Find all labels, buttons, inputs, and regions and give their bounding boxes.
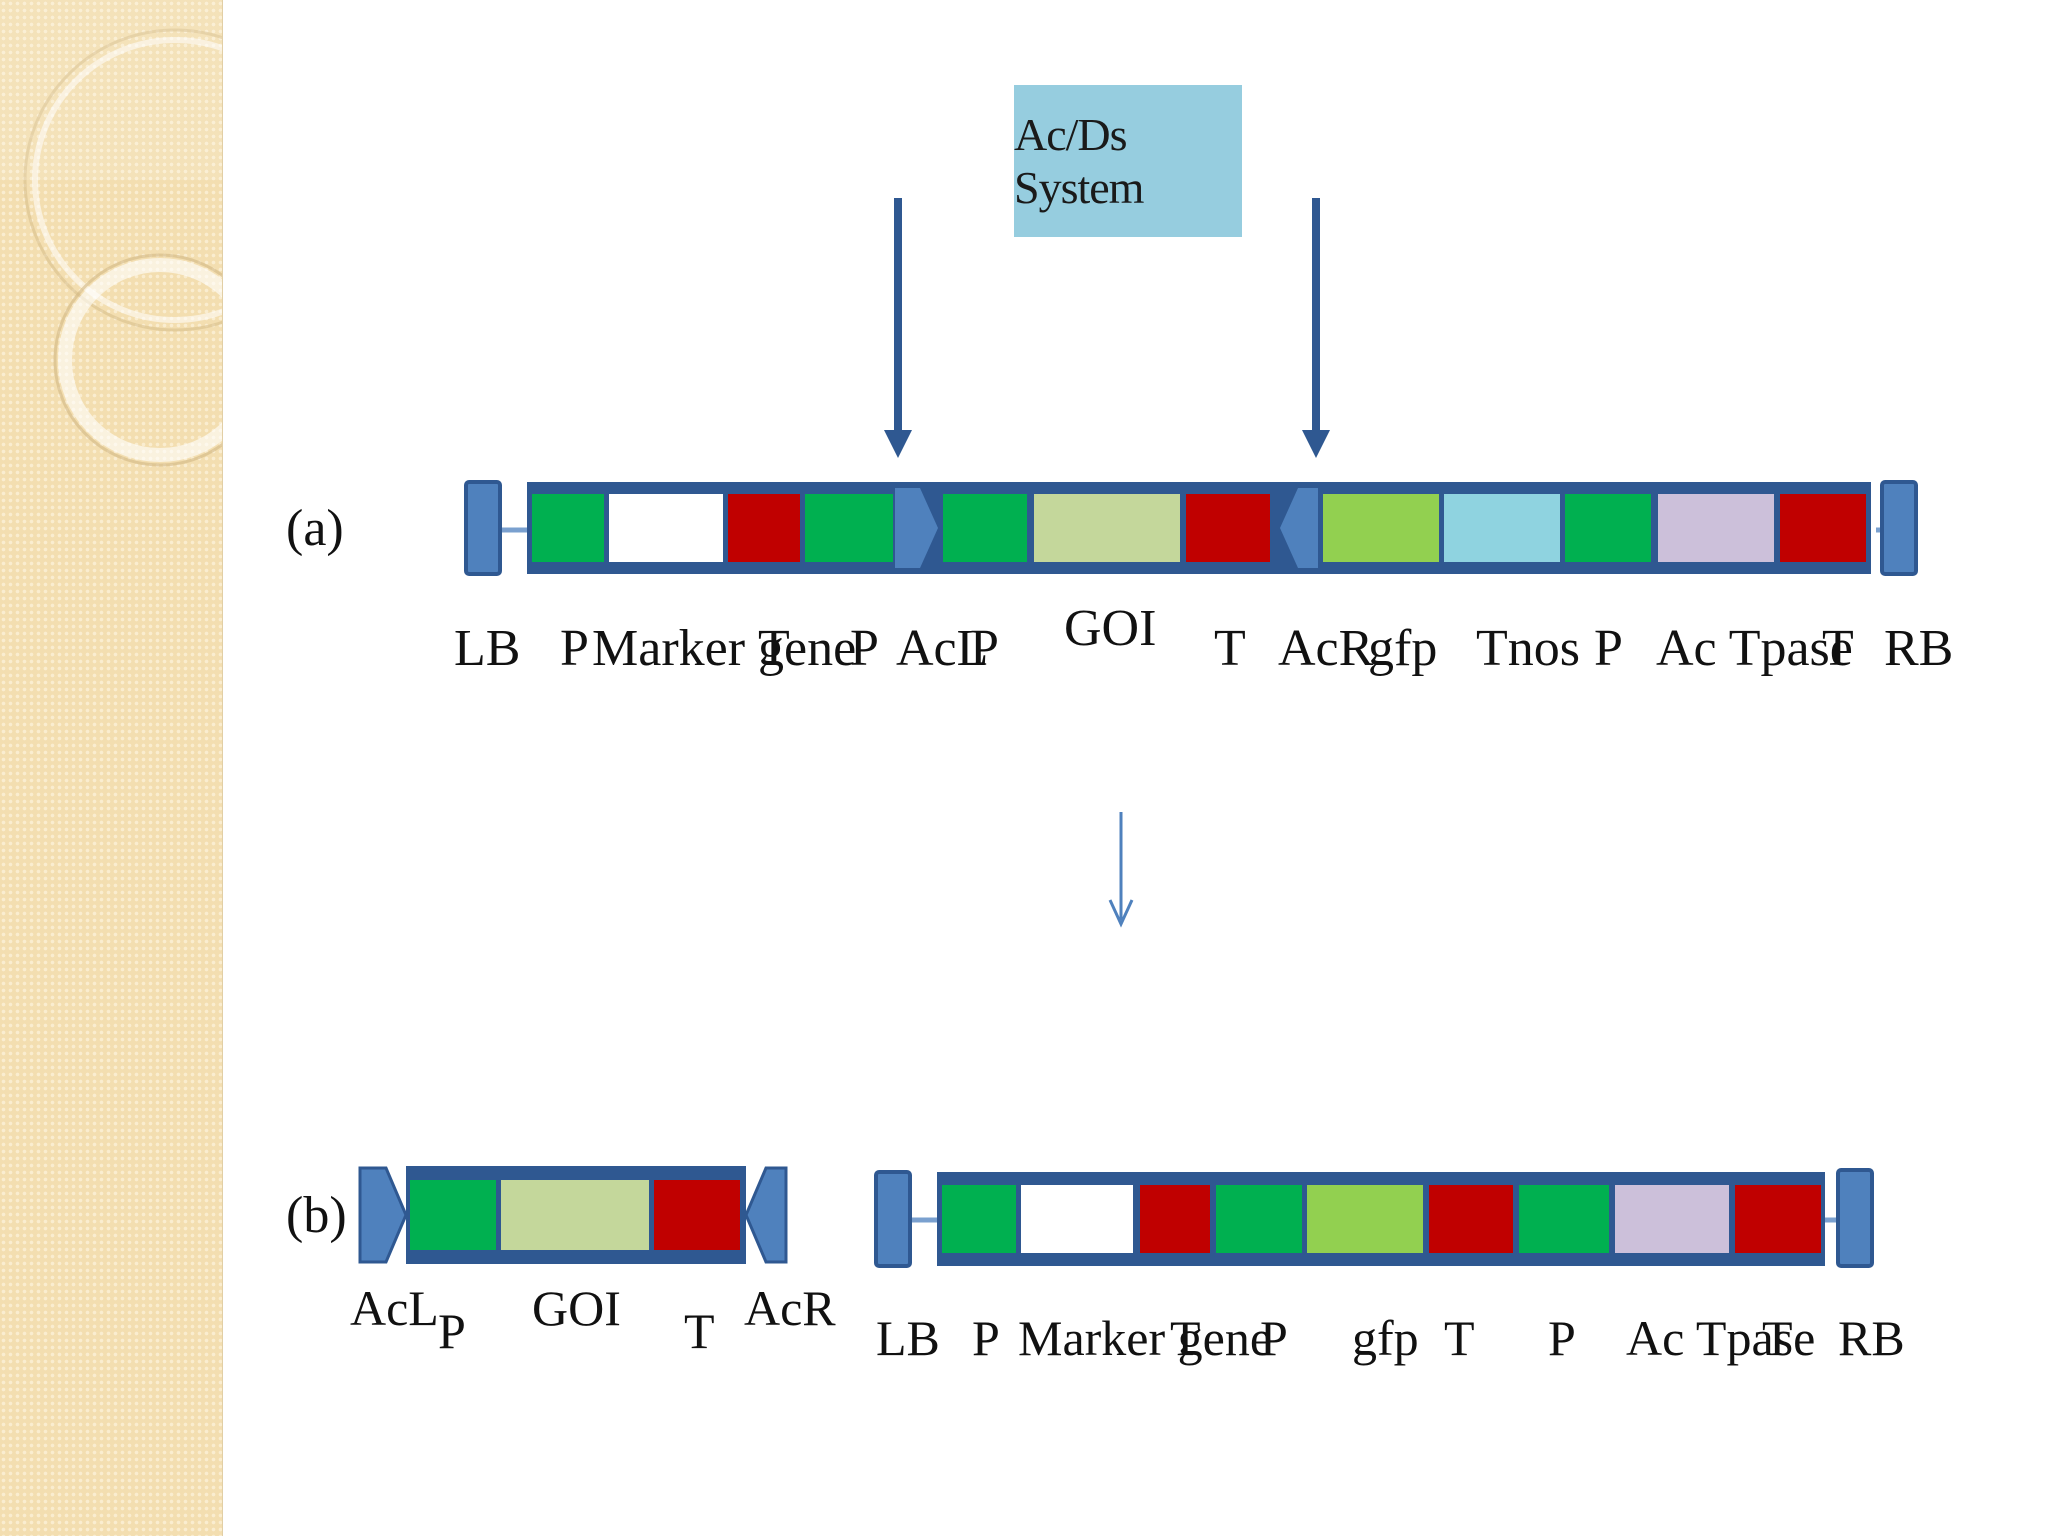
ac-right-insertion-arrow	[1302, 198, 1330, 458]
promoter-block	[943, 494, 1027, 562]
promoter-block	[805, 494, 893, 562]
acr-element	[746, 1168, 786, 1262]
label-goi: GOI	[532, 1280, 621, 1336]
label-acr: AcR	[744, 1280, 836, 1336]
label-t: T	[1822, 620, 1854, 677]
label-t: T	[758, 620, 790, 677]
label-tnos: Tnos	[1476, 620, 1580, 677]
terminator-block	[1429, 1185, 1513, 1253]
panel-b-tag: (b)	[286, 1187, 347, 1244]
lb-border-block	[876, 1172, 910, 1266]
goi-block	[501, 1180, 649, 1250]
terminator-block	[1780, 494, 1866, 562]
terminator-block	[728, 494, 800, 562]
label-t: T	[1762, 1310, 1793, 1366]
transposition-arrow	[1110, 812, 1132, 924]
panel-a-tag: (a)	[286, 500, 344, 557]
label-p: P	[970, 620, 999, 677]
promoter-block	[532, 494, 604, 562]
label-marker-gene: Marker gene	[1018, 1310, 1272, 1366]
goi-block	[1034, 494, 1180, 562]
rb-border-block	[1882, 482, 1916, 574]
acl-element	[360, 1168, 406, 1262]
panel-b-remaining-labels: LB P Marker gene T P gfp T P Ac Tpase T …	[876, 1310, 1905, 1366]
panel-b-excised-labels: AcL P GOI T AcR	[350, 1280, 836, 1359]
label-goi: GOI	[1064, 600, 1156, 657]
label-gfp: gfp	[1368, 620, 1437, 677]
label-p: P	[1594, 620, 1623, 677]
terminator-block	[1735, 1185, 1821, 1253]
label-p: P	[972, 1310, 1000, 1366]
promoter-block	[1565, 494, 1651, 562]
ac-tpase-block	[1658, 494, 1774, 562]
label-t: T	[1170, 1310, 1201, 1366]
label-rb: RB	[1884, 620, 1953, 677]
label-t: T	[1444, 1310, 1475, 1366]
label-marker-gene: Marker gene	[592, 620, 856, 677]
marker-gene-block	[609, 494, 723, 562]
promoter-block	[1216, 1185, 1302, 1253]
label-gfp: gfp	[1352, 1310, 1419, 1366]
label-p: P	[438, 1303, 466, 1359]
label-acl: AcL	[350, 1280, 439, 1336]
marker-gene-block	[1021, 1185, 1133, 1253]
terminator-block	[654, 1180, 740, 1250]
tnos-block	[1444, 494, 1560, 562]
gfp-block	[1307, 1185, 1423, 1253]
promoter-block	[1519, 1185, 1609, 1253]
label-p: P	[1260, 1310, 1288, 1366]
label-p: P	[850, 620, 879, 677]
label-rb: RB	[1838, 1310, 1905, 1366]
label-lb: LB	[876, 1310, 940, 1366]
label-lb: LB	[454, 620, 520, 677]
label-t: T	[684, 1303, 715, 1359]
promoter-block	[410, 1180, 496, 1250]
terminator-block	[1140, 1185, 1210, 1253]
ac-left-insertion-arrow	[884, 198, 912, 458]
label-p: P	[560, 620, 589, 677]
ac-tpase-block	[1615, 1185, 1729, 1253]
remaining-t-dna	[876, 1170, 1872, 1266]
rb-border-block	[1838, 1170, 1872, 1266]
promoter-block	[942, 1185, 1016, 1253]
label-t: T	[1214, 620, 1246, 677]
panel-a-construct	[466, 482, 1916, 574]
label-p: P	[1548, 1310, 1576, 1366]
label-acr: AcR	[1278, 620, 1374, 677]
gfp-block	[1323, 494, 1439, 562]
lb-border-block	[466, 482, 500, 574]
excised-ds-element	[360, 1166, 786, 1264]
terminator-block	[1186, 494, 1270, 562]
panel-a-labels: LB P Marker gene T P AcL P GOI T AcR gfp…	[454, 600, 1953, 677]
